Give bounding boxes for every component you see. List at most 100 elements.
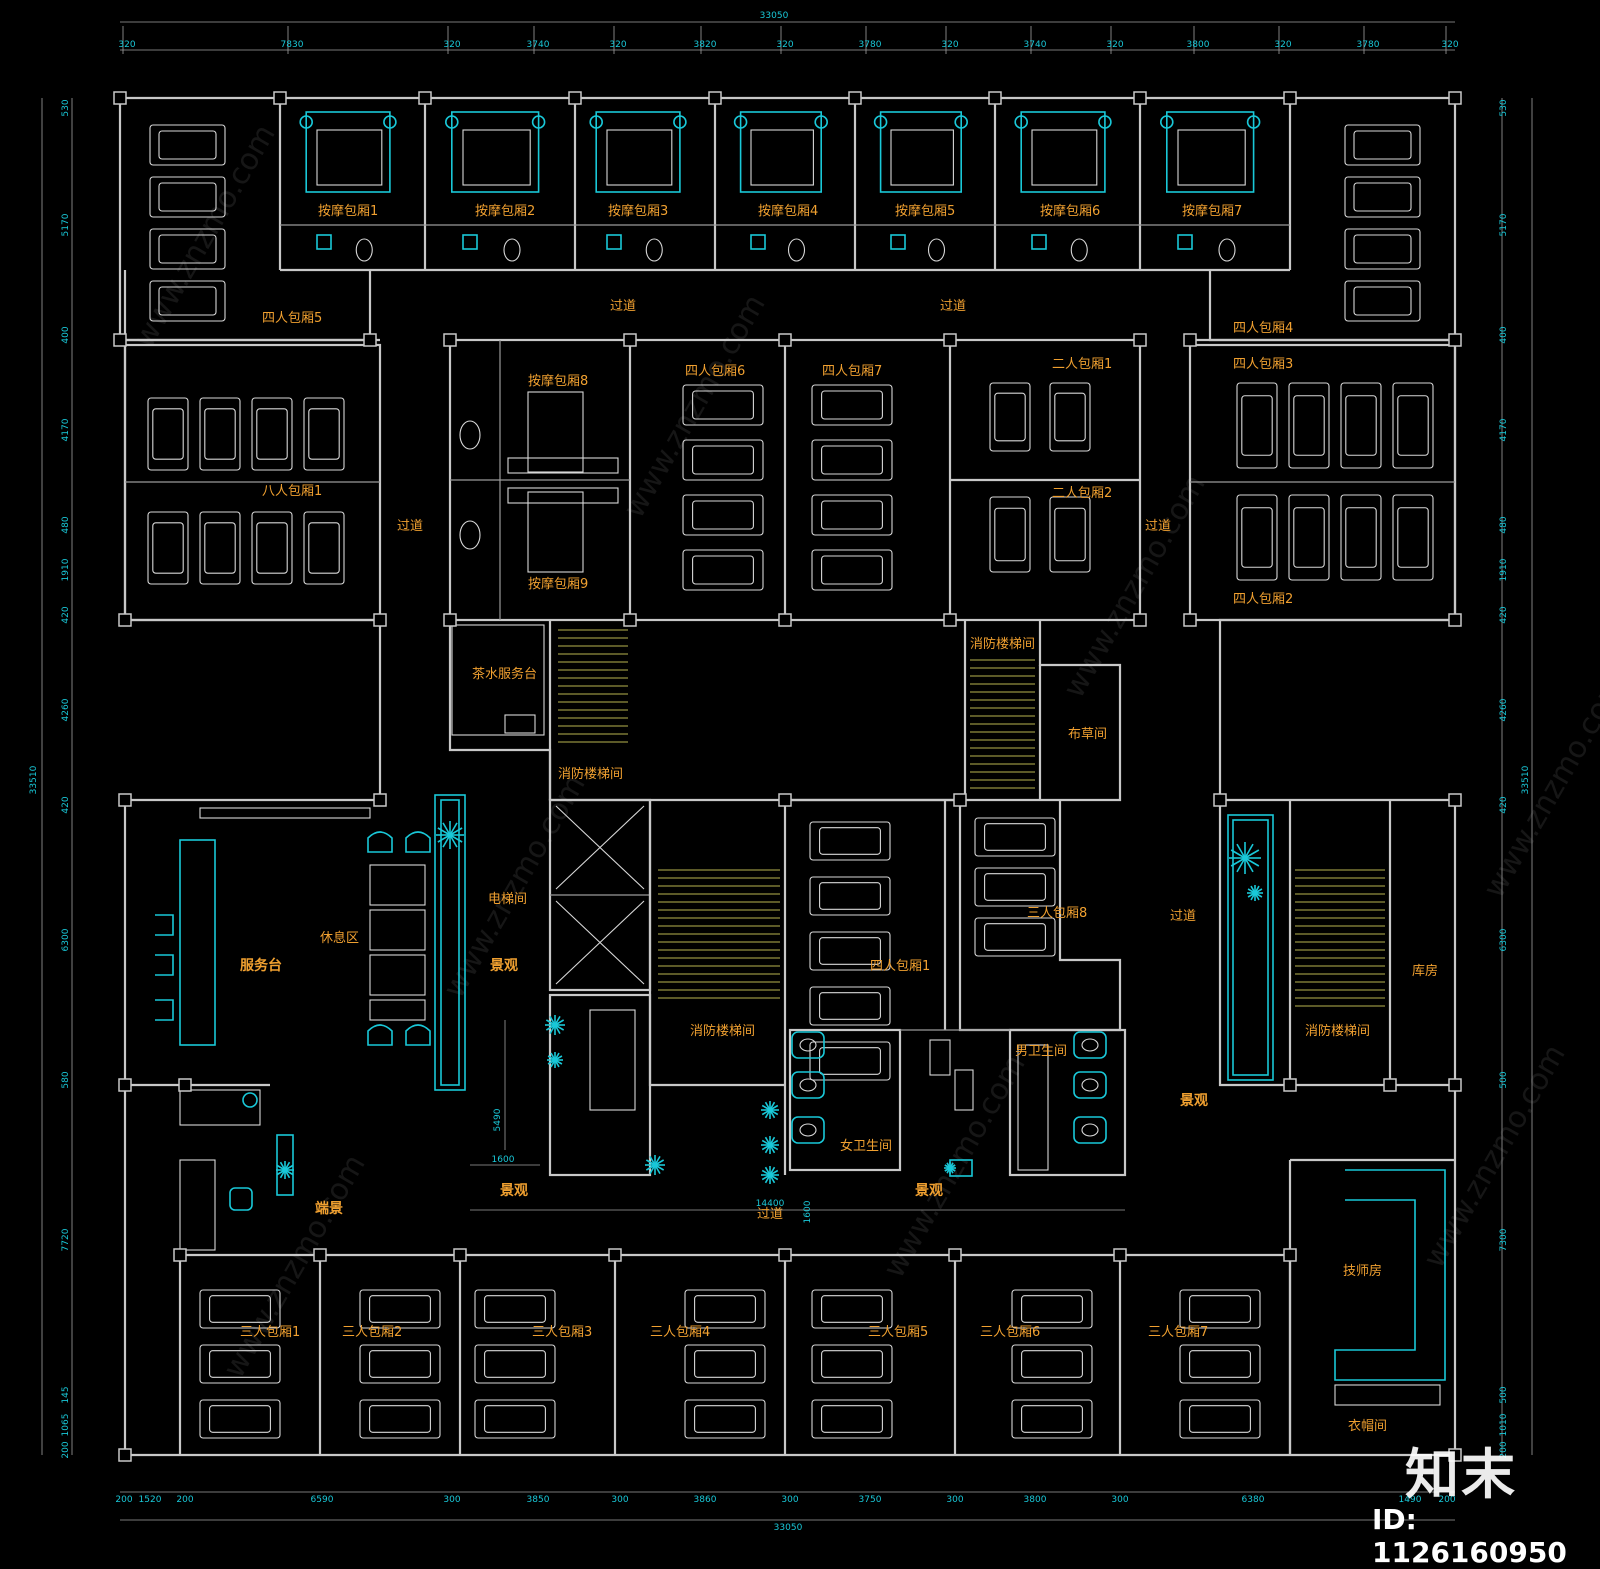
dim-bottom-value: 200 [176, 1495, 193, 1505]
dim-left-value: 420 [61, 606, 71, 623]
dim-top-value: 320 [941, 40, 958, 50]
label-three-room-3: 三人包厢3 [532, 1325, 592, 1340]
bottom-band-walls [178, 1253, 1292, 1455]
label-landscape: 景观 [490, 958, 518, 974]
dim-total-height: 33510 [29, 765, 39, 794]
label-rest-area: 休息区 [320, 930, 359, 946]
dim-bottom-value: 300 [946, 1495, 963, 1505]
dim-left-value: 420 [61, 796, 71, 813]
label-fire-stair: 消防楼梯间 [690, 1023, 755, 1039]
label-three-room-1: 三人包厢1 [240, 1325, 300, 1340]
core-furniture [791, 817, 1107, 1177]
dim-left-value: 145 [61, 1386, 71, 1403]
label-men-restroom: 男卫生间 [1015, 1044, 1067, 1059]
dim-bottom-value: 200 [1438, 1495, 1455, 1505]
dim-left-value: 4170 [61, 418, 71, 441]
dim-top-value: 3740 [527, 40, 550, 50]
label-massage-room-5: 按摩包厢5 [895, 203, 955, 219]
top-band-walls [123, 100, 1455, 342]
dim-bottom-value: 200 [115, 1495, 132, 1505]
dim-bottom-value: 3800 [1024, 1495, 1047, 1505]
dim-total-height-right: 33510 [1521, 765, 1531, 794]
dim-total-width-bottom: 33050 [774, 1523, 803, 1533]
dim-bottom-value: 300 [1111, 1495, 1128, 1505]
dim-top-value: 320 [1274, 40, 1291, 50]
dim-top-value: 3820 [694, 40, 717, 50]
dim-bottom-value: 1490 [1399, 1495, 1422, 1505]
label-corridor: 过道 [940, 299, 966, 314]
dim-right-value: 1010 [1499, 1413, 1509, 1436]
label-landscape: 景观 [915, 1183, 943, 1199]
dim-left-value: 5170 [61, 213, 71, 236]
dim-top-value: 3740 [1024, 40, 1047, 50]
dim-left-value: 6300 [61, 928, 71, 951]
label-four-room-4: 四人包厢4 [1233, 321, 1293, 336]
dim-left-column: 5305170400417048019104204260420630058077… [61, 99, 71, 1458]
watermark: www.znzmo.com [617, 289, 773, 524]
label-service-desk: 服务台 [240, 957, 282, 974]
dim-right-value: 1910 [1499, 558, 1509, 581]
label-fire-stair: 消防楼梯间 [1305, 1023, 1370, 1039]
dimension-ticks [122, 26, 1447, 54]
label-three-room-7: 三人包厢7 [1148, 1325, 1208, 1340]
label-corridor: 过道 [1170, 909, 1196, 924]
right-mid-walls [1218, 800, 1455, 1455]
label-massage-room-2: 按摩包厢2 [475, 203, 535, 219]
dim-left-value: 580 [61, 1071, 71, 1088]
dim-inner-5490: 5490 [493, 1108, 503, 1131]
dim-bottom-value: 6380 [1242, 1495, 1265, 1505]
dim-left-value: 1065 [61, 1414, 71, 1437]
label-massage-room-8: 按摩包厢8 [528, 373, 588, 389]
landscape-plants [276, 821, 1263, 1184]
dim-right-value: 420 [1499, 796, 1509, 813]
label-massage-room-6: 按摩包厢6 [1040, 203, 1100, 219]
label-four-room-7: 四人包厢7 [822, 364, 882, 379]
label-technician-room: 技师房 [1343, 1263, 1382, 1279]
label-three-room-2: 三人包厢2 [342, 1325, 402, 1340]
lobby-chairs [155, 831, 431, 1211]
label-two-room-2: 二人包厢2 [1052, 486, 1112, 501]
dim-left-value: 200 [61, 1441, 71, 1458]
label-massage-room-7: 按摩包厢7 [1182, 203, 1242, 219]
label-four-room-6: 四人包厢6 [685, 364, 745, 379]
dim-top-value: 3780 [1357, 40, 1380, 50]
label-storage: 库房 [1412, 963, 1438, 979]
image-id: ID: 1126160950 [1372, 1503, 1567, 1569]
dim-right-value: 6300 [1499, 928, 1509, 951]
label-landscape: 景观 [500, 1183, 528, 1199]
label-corridor: 过道 [757, 1207, 783, 1222]
dim-top-value: 320 [118, 40, 135, 50]
dim-inner-14400: 14400 [756, 1199, 785, 1209]
watermark-layer: www.znzmo.com www.znzmo.com www.znzmo.co… [127, 119, 1600, 1384]
core-walls [548, 798, 1127, 1177]
dim-right-column: 5305170400417048019104204260420630050073… [1499, 99, 1509, 1458]
dim-bottom-value: 300 [443, 1495, 460, 1505]
label-elevator: 电梯间 [488, 892, 527, 907]
dim-left-value: 1910 [61, 558, 71, 581]
dim-bottom-value: 300 [611, 1495, 628, 1505]
top-room-furniture [147, 111, 1434, 736]
dim-top-value: 320 [776, 40, 793, 50]
left-reception-walls [125, 794, 466, 1251]
dim-right-value: 480 [1499, 516, 1509, 533]
dim-top-value: 7830 [281, 40, 304, 50]
label-four-room-2: 四人包厢2 [1233, 592, 1293, 607]
dim-top-value: 3800 [1187, 40, 1210, 50]
label-three-room-4: 三人包厢4 [650, 1325, 710, 1340]
room-labels: 按摩包厢1 按摩包厢2 按摩包厢3 按摩包厢4 按摩包厢5 按摩包厢6 按摩包厢… [240, 203, 1438, 1434]
dimension-lines [41, 21, 1533, 1521]
label-massage-room-3: 按摩包厢3 [608, 203, 668, 219]
label-corridor: 过道 [610, 299, 636, 314]
label-fire-stair: 消防楼梯间 [970, 636, 1035, 652]
stair-treads [558, 629, 1385, 1007]
dim-right-value: 400 [1499, 326, 1509, 343]
dim-bottom-value: 3860 [694, 1495, 717, 1505]
label-four-room-5: 四人包厢5 [262, 311, 322, 326]
dim-bottom-value: 3750 [859, 1495, 882, 1505]
label-end-scene: 端景 [315, 1200, 343, 1217]
dim-left-value: 4260 [61, 698, 71, 721]
label-linen-room: 布草间 [1068, 727, 1107, 742]
dim-top-value: 320 [609, 40, 626, 50]
structural-columns [113, 91, 1462, 1462]
